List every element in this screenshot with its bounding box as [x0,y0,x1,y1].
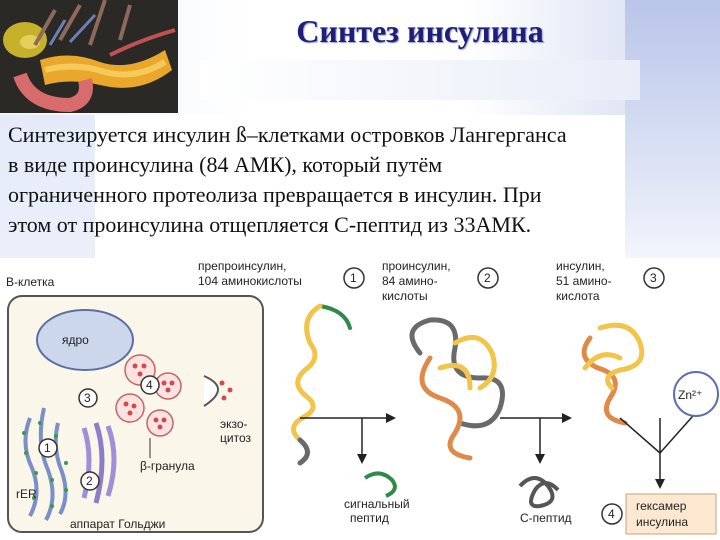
stage4-marker: 4 [608,507,615,521]
paragraph-line: Синтезируется инсулин ß–клетками островк… [8,122,567,147]
stage2-label: кислоты [382,289,428,303]
stage1-marker: 1 [350,271,357,285]
golgi-label: аппарат Гольджи [70,517,165,531]
proinsulin-chain [409,317,505,461]
rer-label: rER [16,487,37,501]
stage3-label: инсулин, [556,259,605,273]
stage3-label: кислота [556,289,600,303]
insulin-chain [581,322,645,426]
signal-peptide-label: сигнальный [344,497,410,511]
description-paragraph: Синтезируется инсулин ß–клетками островк… [8,120,720,240]
stage3-marker: 3 [650,271,657,285]
nucleus: ядро [36,309,134,371]
cell-step-markers: 1 2 3 4 [38,375,160,491]
paragraph-line: в виде проинсулина (84 АМК), который пут… [8,152,443,177]
c-peptide-label: С-пептид [520,511,572,525]
ribosome-dots [22,421,68,508]
stage1-label: препроинсулин, [198,259,286,273]
step-marker: 3 [84,391,91,405]
step-marker: 4 [146,378,153,392]
zinc-ion: Zn²⁺ [673,371,719,417]
hexamer-label: гексамер [636,499,687,513]
cell-label: В-клетка [6,275,55,289]
step-marker: 2 [86,474,93,488]
paragraph-line: ограниченного протеолиза превращается в … [8,182,542,207]
granule-label: β-гранула [140,459,195,473]
stage3-label: 51 амино- [556,274,612,288]
exocytosis-label: экзо- [220,417,248,431]
slide-background-right [625,0,720,300]
zinc-label: Zn²⁺ [678,388,702,402]
signal-peptide-label: пептид [350,511,389,525]
stage2-marker: 2 [484,271,491,285]
hexamer-box: гексамер инсулина 4 [601,493,717,535]
step-marker: 1 [44,441,51,455]
insulin-synthesis-diagram: В-клетка ядро rER аппарат Гольджи [0,258,720,540]
slide-title: Синтез инсулина [296,13,544,49]
paragraph-line: этом от проинсулина отщепляется С-пептид… [8,212,532,237]
nucleus-label: ядро [62,333,89,347]
golgi-apparatus [81,422,117,504]
pancreas-image [0,0,178,113]
preproinsulin-chain [291,303,352,466]
exocytosis-label: цитоз [220,431,251,445]
stage2-label: 84 амино- [382,274,438,288]
stage1-label: 104 аминокислоты [198,274,302,288]
title-underline-band [200,60,640,100]
stage2-label: проинсулин, [382,259,451,273]
hexamer-label: инсулина [636,515,688,529]
